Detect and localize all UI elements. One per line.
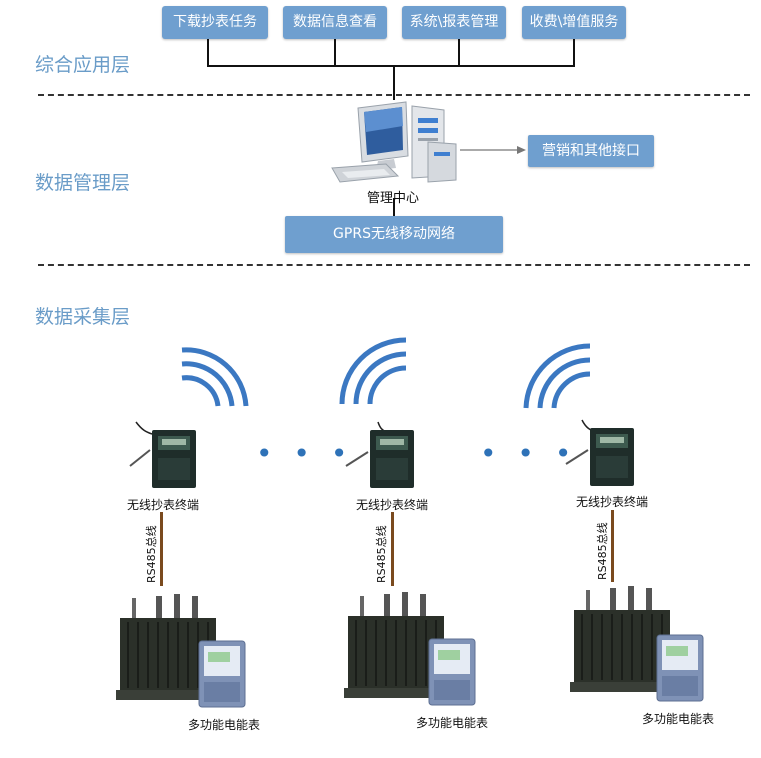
terminal-label: 无线抄表终端 xyxy=(127,498,200,512)
rs485-bus-line xyxy=(160,512,163,586)
layer-divider-1 xyxy=(38,94,750,96)
ellipsis-2: • • • xyxy=(480,437,578,470)
management-layer-title: 数据管理层 xyxy=(35,172,131,194)
wireless-terminal-icon xyxy=(565,419,634,486)
electric-meter-icon xyxy=(428,638,476,706)
application-layer-title: 综合应用层 xyxy=(35,54,131,76)
gprs-network-box: GPRS无线移动网络 xyxy=(285,216,503,253)
wireless-signal-icon xyxy=(523,343,591,409)
wireless-signal-icon xyxy=(181,347,249,407)
rs485-bus-label: RS485总线 xyxy=(375,525,388,583)
terminal-label: 无线抄表终端 xyxy=(576,495,649,509)
wireless-terminal-icon xyxy=(345,421,414,488)
meter-label: 多功能电能表 xyxy=(188,718,261,732)
ellipsis-1: • • • xyxy=(256,437,354,470)
report-management-button[interactable]: 系统\报表管理 xyxy=(402,6,506,39)
layer-divider-2 xyxy=(38,264,750,266)
meter-label: 多功能电能表 xyxy=(642,712,715,726)
wireless-terminal-icon xyxy=(129,421,196,488)
transformer-icon xyxy=(570,586,674,692)
rs485-bus-line xyxy=(611,510,614,582)
rs485-bus-label: RS485总线 xyxy=(145,525,158,583)
collection-layer-title: 数据采集层 xyxy=(35,306,131,328)
electric-meter-icon xyxy=(198,640,246,708)
download-task-button[interactable]: 下载抄表任务 xyxy=(162,6,268,39)
computer-icon xyxy=(331,101,457,183)
transformer-icon xyxy=(344,592,448,698)
data-view-button[interactable]: 数据信息查看 xyxy=(283,6,387,39)
billing-service-button[interactable]: 收费\增值服务 xyxy=(522,6,626,39)
electric-meter-icon xyxy=(656,634,704,702)
terminal-label: 无线抄表终端 xyxy=(356,498,429,512)
meter-label: 多功能电能表 xyxy=(416,716,489,730)
rs485-bus-label: RS485总线 xyxy=(596,522,609,580)
wireless-signal-icon xyxy=(339,337,407,405)
marketing-interface-box: 营销和其他接口 xyxy=(528,135,654,167)
rs485-bus-line xyxy=(391,512,394,586)
management-center-label: 管理中心 xyxy=(367,191,420,206)
